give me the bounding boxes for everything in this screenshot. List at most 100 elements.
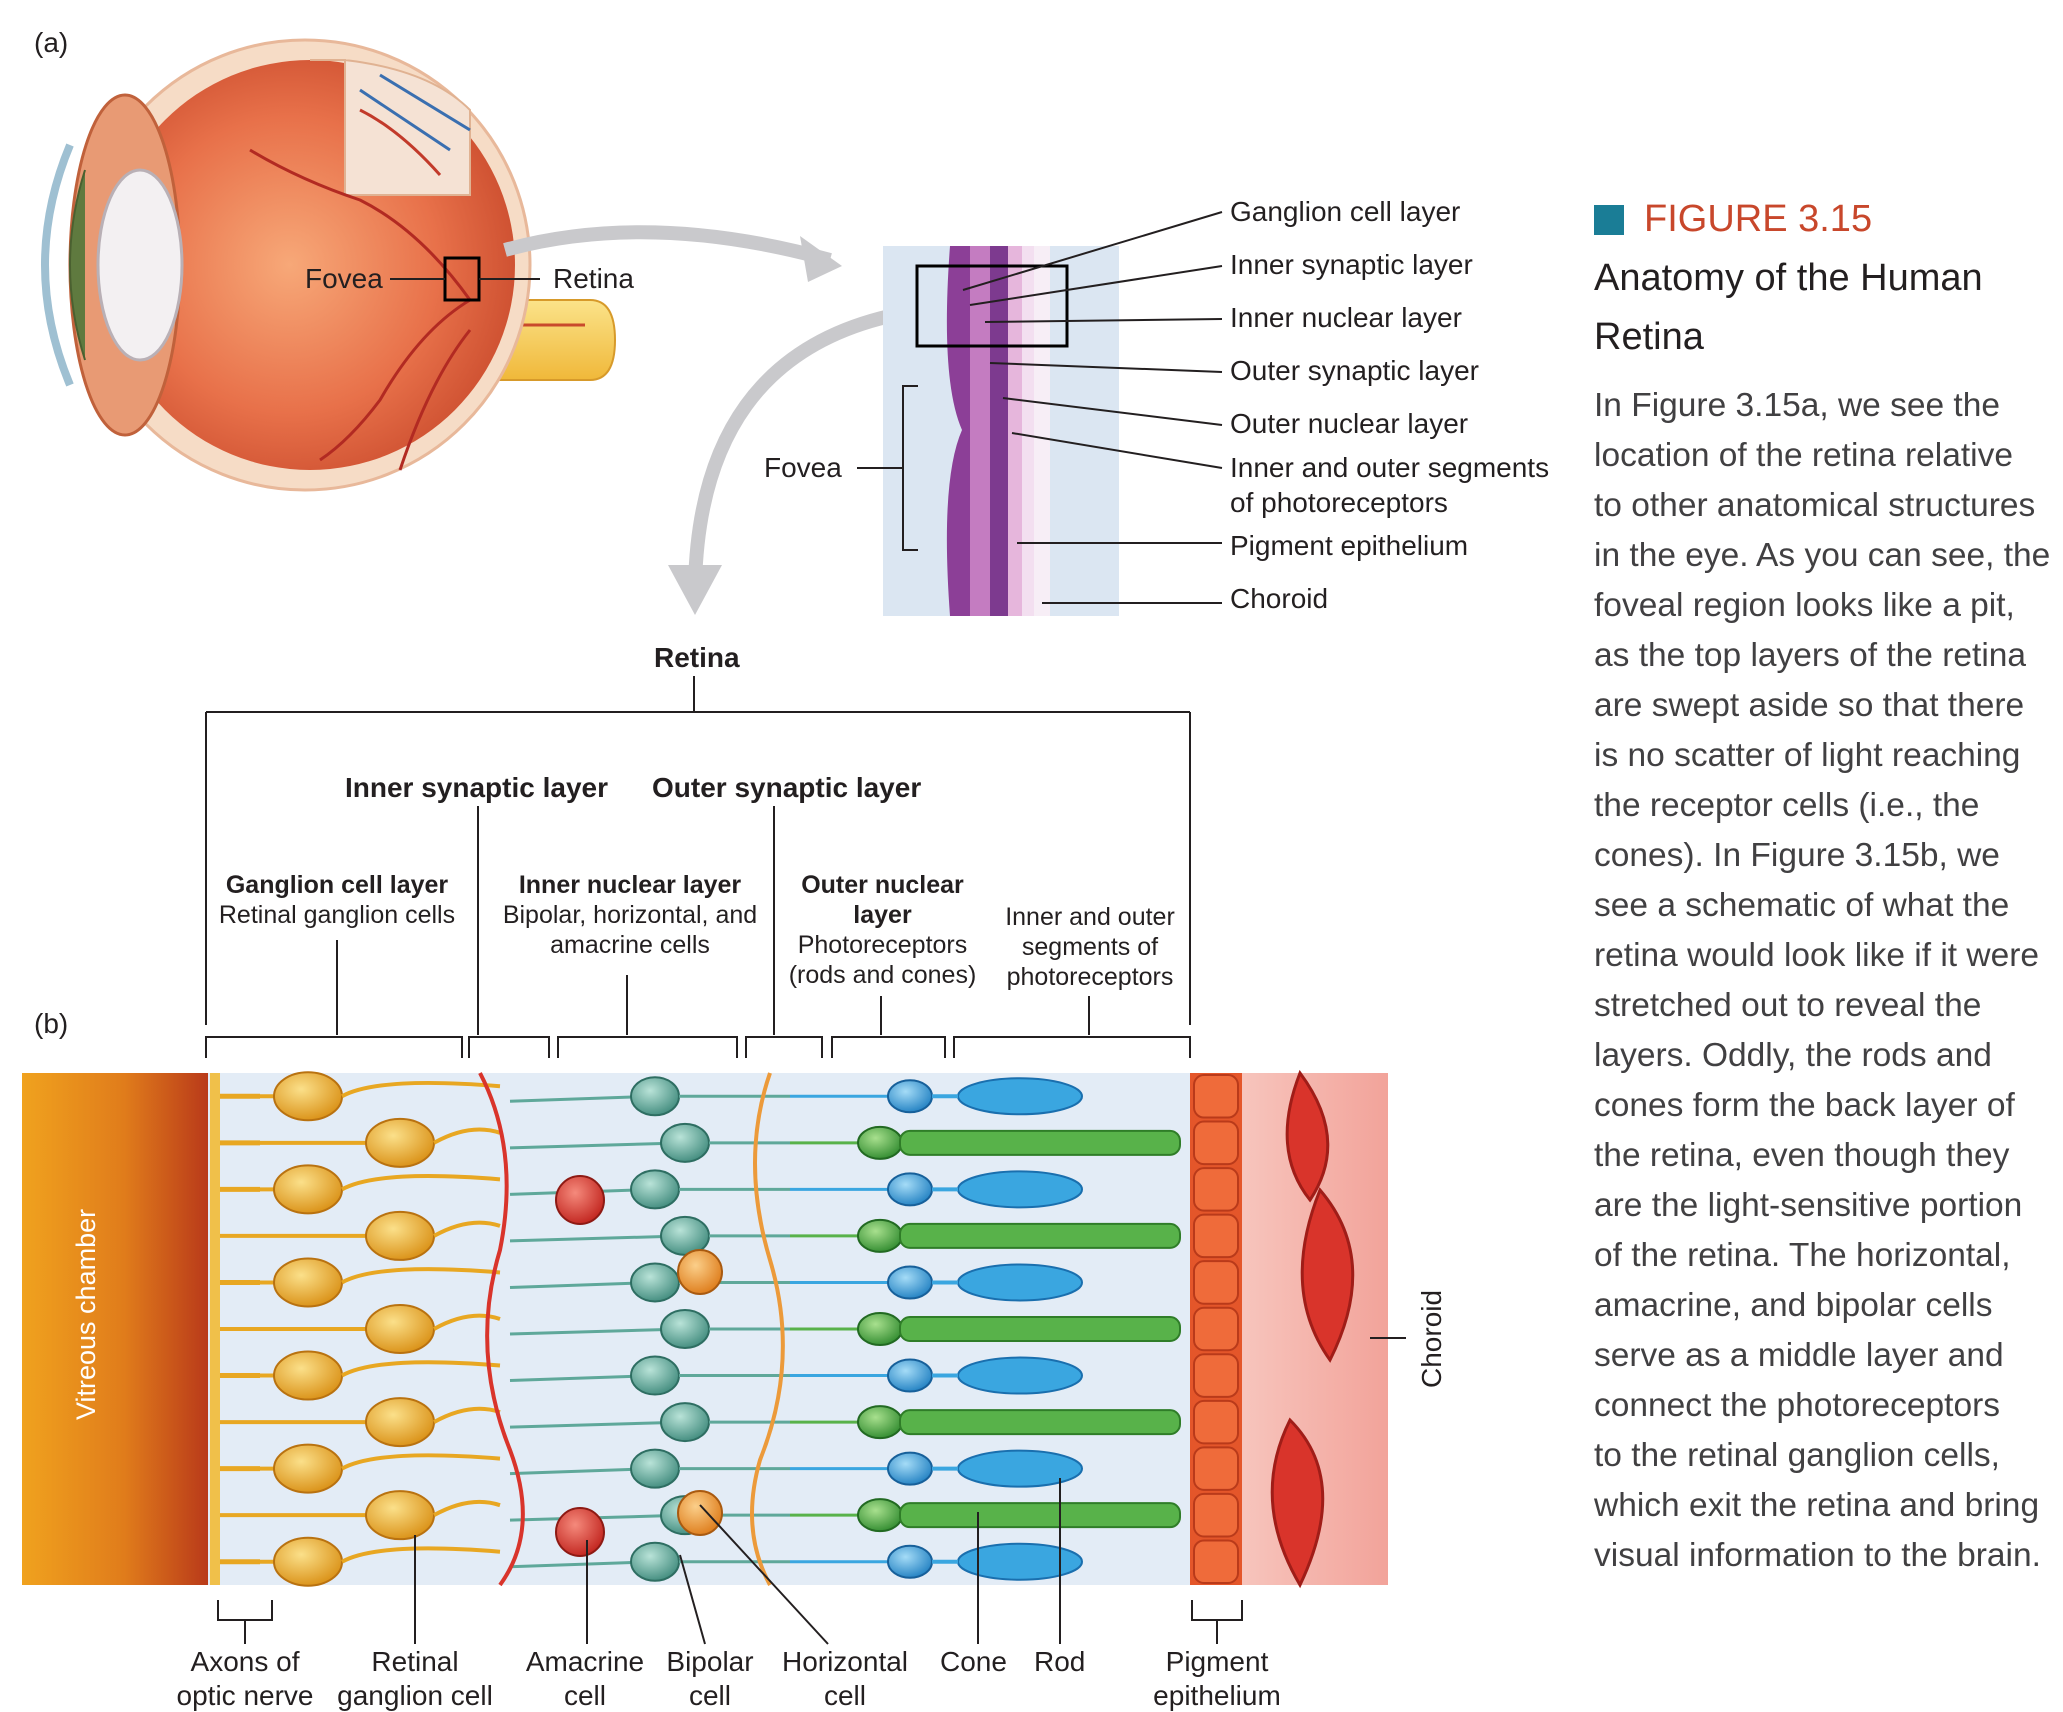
retina-schematic	[22, 1069, 1388, 1589]
caption-line: amacrine, and bipolar cells	[1594, 1286, 1993, 1324]
inner-nuclear-sub1: Bipolar, horizontal, and	[502, 901, 758, 929]
bipolar-cell	[630, 1541, 680, 1582]
arrow-head-2	[668, 565, 722, 615]
cone-segment	[957, 1077, 1083, 1116]
bipolar-process	[509, 1420, 686, 1429]
inner-nuclear-title: Inner nuclear layer	[518, 871, 742, 899]
ganglion-dendrite	[341, 1267, 501, 1285]
rgc-line2: ganglion cell	[337, 1679, 493, 1711]
eye-retina-label: Retina	[553, 263, 634, 294]
caption-line: are swept aside so that there	[1594, 686, 2025, 724]
ganglion-dendrite	[433, 1313, 501, 1331]
bipolar-line2: cell	[688, 1679, 731, 1711]
bipolar-cell	[630, 1355, 680, 1396]
cone-segment	[957, 1170, 1083, 1209]
figure-square-icon	[1594, 204, 1624, 235]
ganglion-dendrite	[433, 1220, 501, 1238]
ganglion-dendrite	[341, 1546, 501, 1564]
retina-section	[857, 246, 1119, 616]
caption-line: the retina, even though they	[1594, 1136, 2010, 1174]
amacrine-cell	[555, 1507, 605, 1557]
pigment-cell	[1193, 1074, 1239, 1119]
horizontal-line1: Horizontal	[781, 1646, 909, 1677]
rod-label: Rod	[1034, 1646, 1086, 1677]
rod-segment	[899, 1222, 1181, 1249]
segments-l2: segments of	[1021, 933, 1159, 961]
bipolar-process	[509, 1327, 686, 1336]
section-layer-6: Inner and outer segments	[1230, 452, 1550, 483]
outer-nuclear-group: Outer nuclear layer Photoreceptors (rods…	[780, 870, 985, 990]
amacrine-line2: cell	[563, 1679, 606, 1711]
ganglion-cell	[273, 1350, 343, 1401]
ganglion-cell	[365, 1210, 435, 1261]
pigment-line2: epithelium	[1153, 1679, 1281, 1711]
caption-line: stretched out to reveal the	[1594, 986, 1982, 1024]
ganglion-cell	[365, 1304, 435, 1354]
caption-line: retina would look like if it were	[1594, 936, 2040, 974]
caption-line: which exit the retina and bring	[1594, 1486, 2040, 1524]
figure-caption: FIGURE 3.15 Anatomy of the Human Retina …	[1594, 198, 2054, 1581]
ganglion-dendrite	[341, 1080, 501, 1099]
caption-line: location of the retina relative	[1594, 436, 2013, 474]
vitreous-label: Vitreous chamber	[71, 1208, 101, 1420]
caption-line: see a schematic of what the	[1594, 886, 2010, 924]
pigment-line1: Pigment	[1165, 1646, 1269, 1677]
cone-segment	[957, 1356, 1083, 1395]
cone-segment	[957, 1263, 1083, 1302]
section-leader-lines	[962, 211, 1223, 604]
caption-line: connect the photoreceptors	[1594, 1386, 2000, 1424]
panel-label-a: (a)	[34, 27, 69, 58]
bipolar-cell	[660, 1309, 710, 1349]
vitreous-chamber	[22, 1073, 208, 1585]
horizontal-line2: cell	[823, 1679, 866, 1711]
retina-header: Retina	[654, 642, 740, 673]
caption-line: the receptor cells (i.e., the	[1594, 786, 1980, 824]
pigment-label: Pigment epithelium	[1147, 1645, 1287, 1712]
pigment-cell	[1193, 1120, 1239, 1166]
inner-nuclear-group: Inner nuclear layer Bipolar, horizontal,…	[495, 870, 765, 960]
ganglion-cell	[273, 1443, 343, 1494]
photoreceptor-nucleus	[887, 1265, 933, 1300]
caption-line: to other anatomical structures	[1594, 486, 2036, 524]
section-layer-2: Inner synaptic layer	[1230, 249, 1473, 280]
ganglion-sub: Retinal ganglion cells	[218, 901, 456, 929]
caption-line: as the top layers of the retina	[1594, 636, 2027, 674]
layer-brackets	[205, 676, 1191, 1058]
photoreceptor-nucleus	[887, 1544, 933, 1579]
rod-segment	[899, 1316, 1181, 1342]
caption-line: foveal region looks like a pit,	[1594, 586, 2015, 624]
rod-segment	[899, 1409, 1181, 1436]
outer-nuclear-sub1: Photoreceptors	[797, 931, 968, 959]
section-layer-4: Outer synaptic layer	[1230, 355, 1479, 386]
axons-label: Axons of optic nerve	[170, 1645, 320, 1712]
bipolar-label: Bipolar cell	[655, 1645, 765, 1712]
bipolar-cell	[630, 1262, 680, 1303]
bipolar-line1: Bipolar	[666, 1646, 754, 1677]
photoreceptor-nucleus	[887, 1079, 933, 1114]
caption-line: In Figure 3.15a, we see the	[1594, 386, 2000, 424]
caption-line: are the light-sensitive portion	[1594, 1186, 2023, 1224]
inner-nuclear-sub2: amacrine cells	[550, 931, 710, 959]
figure-number-row: FIGURE 3.15	[1594, 198, 2054, 241]
outer-nuclear-title2: layer	[853, 901, 912, 929]
segments-l1: Inner and outer	[1005, 903, 1175, 931]
ganglion-cell	[273, 1164, 343, 1215]
figure-title-line1: Anatomy of the Human	[1594, 257, 1983, 299]
outer-nuclear-sub2: (rods and cones)	[788, 961, 977, 989]
figure-number: FIGURE 3.15	[1644, 198, 1873, 240]
photoreceptor-nucleus	[857, 1498, 903, 1533]
bipolar-cell	[660, 1402, 710, 1443]
photoreceptor-nucleus	[857, 1218, 903, 1253]
photoreceptor-nucleus	[887, 1172, 933, 1207]
amacrine-line1: Amacrine	[525, 1646, 645, 1677]
rod-segment	[899, 1502, 1181, 1529]
amacrine-cell	[555, 1175, 605, 1225]
horizontal-process	[750, 1072, 785, 1586]
ganglion-dendrite	[341, 1360, 501, 1378]
arrow-to-schematic	[688, 309, 892, 586]
outer-nuclear-title1: Outer nuclear	[801, 871, 964, 899]
pigment-cell	[1193, 1353, 1239, 1398]
amacrine-process	[478, 1072, 525, 1587]
